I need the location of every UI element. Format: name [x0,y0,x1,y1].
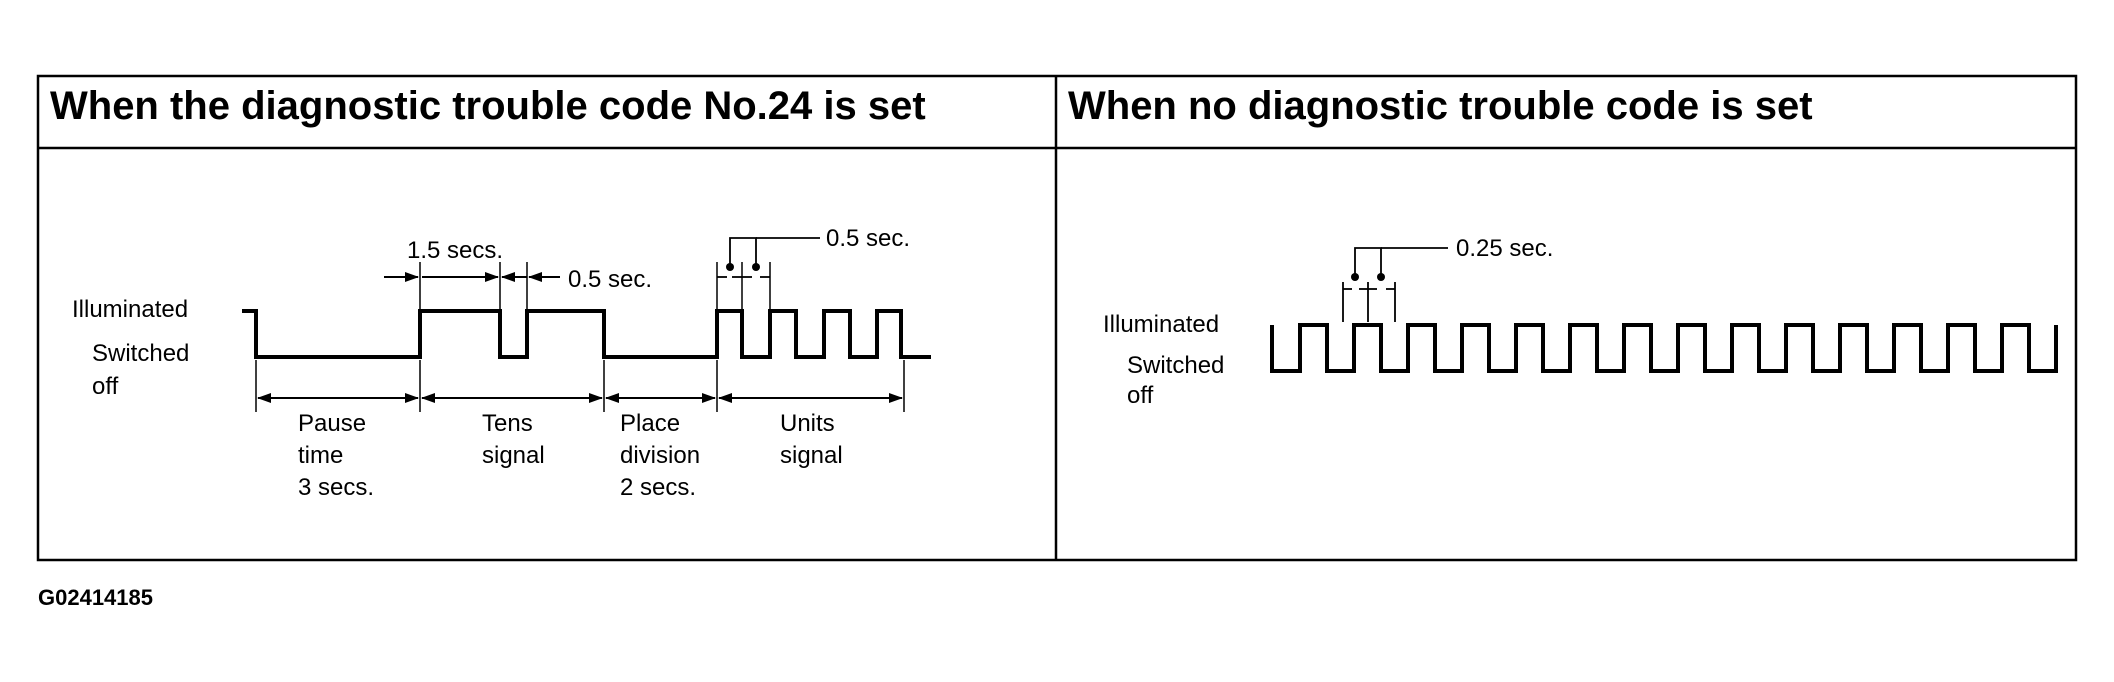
illuminated-label-right: Illuminated [1103,311,1219,338]
short-gap-label: 0.5 sec. [568,266,652,293]
waveform-code-24 [242,309,931,359]
off-label-right: off [1127,382,1154,409]
long-pulse-label: 1.5 secs. [407,237,503,264]
panel-right-title: When no diagnostic trouble code is set [1068,84,1813,128]
right-timing-dimension [1342,247,1448,322]
segment-tens-l2: signal [482,442,545,469]
switched-label: Switched [92,340,189,367]
segment-pause-l3: 3 secs. [298,474,374,501]
pulse-025-label: 0.25 sec. [1456,235,1553,262]
units-timing-dimension [717,237,820,278]
switched-label-right: Switched [1127,352,1224,379]
segment-pause-l2: time [298,442,343,469]
table-frame [36,74,2078,562]
segment-ticks [255,262,905,412]
segment-units-l1: Units [780,410,835,437]
segment-tens-l1: Tens [482,410,533,437]
segment-pause-l1: Pause [298,410,366,437]
off-label: off [92,373,119,400]
figure-reference: G02414185 [38,585,153,610]
waveform-no-code [1270,323,2058,373]
right-state-labels: Illuminated Switched off [1103,311,1224,409]
illuminated-label: Illuminated [72,296,188,323]
segment-place-l3: 2 secs. [620,474,696,501]
units-pulse-label: 0.5 sec. [826,225,910,252]
segment-units-l2: signal [780,442,843,469]
segment-place-l2: division [620,442,700,469]
left-state-labels: Illuminated Switched off [72,296,189,400]
segment-labels: Pause time 3 secs. Tens signal Place div… [298,410,843,501]
segment-place-l1: Place [620,410,680,437]
panel-left-title: When the diagnostic trouble code No.24 i… [50,84,926,128]
right-timing-dots [1351,273,1385,281]
units-timing-dots [726,263,760,271]
